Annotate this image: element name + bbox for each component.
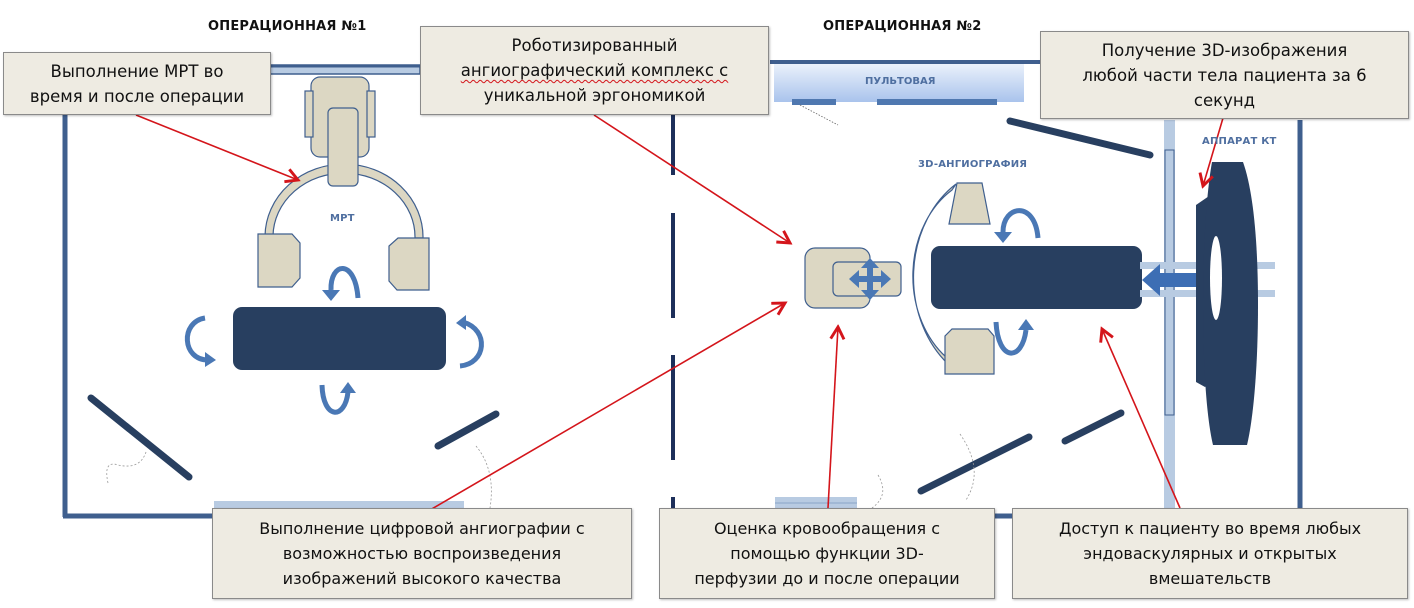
room1-doors	[87, 394, 500, 481]
room2-title: ОПЕРАЦИОННАЯ №2	[823, 19, 982, 34]
mri-label: МРТ	[330, 213, 355, 224]
callout-digital-angio: Выполнение цифровой ангиографии с возмож…	[212, 508, 632, 599]
callout-line: Роботизированный	[511, 36, 678, 55]
callout-line: Оценка кровообращения с	[713, 519, 941, 538]
room1-walls	[62, 64, 464, 519]
room1-title: ОПЕРАЦИОННАЯ №1	[208, 19, 367, 34]
rotate-arrows-room1	[184, 266, 484, 415]
rotate-arrowheads-room1	[205, 290, 466, 393]
callout-line: ангиографический комплекс с	[460, 61, 729, 80]
callout-line: вмешательств	[1148, 569, 1272, 588]
control-room-label: ПУЛЬТОВАЯ	[865, 76, 936, 87]
room2-doors	[917, 117, 1154, 495]
control-room	[774, 64, 1024, 126]
callout-line: секунд	[1193, 90, 1256, 110]
callout-line: любой части тела пациента за 6	[1082, 65, 1367, 85]
angio3d-label: 3D-АНГИОГРАФИЯ	[918, 159, 1028, 170]
mri-patient-table	[233, 307, 446, 370]
callout-line: возможностью воспроизведения	[282, 544, 562, 563]
callout-mri-during-after: Выполнение МРТ во время и после операции	[3, 52, 271, 115]
callout-robotic-angio: Роботизированный ангиографический компле…	[420, 26, 769, 115]
callout-line: изображений высокого качества	[282, 569, 562, 588]
pointer-lines	[135, 114, 1224, 511]
callout-line: эндоваскулярных и открытых	[1083, 544, 1337, 563]
callout-line: Выполнение МРТ во	[50, 61, 224, 81]
mri-device	[257, 76, 430, 291]
callout-line: Доступ к пациенту во время любых	[1058, 519, 1362, 538]
move-cross-icon	[849, 258, 891, 300]
rotate-arrowheads-room2	[994, 232, 1034, 330]
ct-label: АППАРАТ КТ	[1202, 136, 1277, 147]
ct-scanner	[1196, 162, 1258, 445]
callout-ct-3d: Получение 3D-изображения любой части тел…	[1040, 31, 1409, 119]
angio-device	[804, 182, 995, 375]
callout-line: Выполнение цифровой ангиографии с	[259, 519, 585, 538]
rotate-arrows-room2	[993, 208, 1041, 356]
callout-line: помощью функции 3D-	[730, 544, 924, 563]
callout-patient-access: Доступ к пациенту во время любых эндовас…	[1012, 508, 1408, 599]
callout-line: уникальной эргономикой	[483, 86, 706, 105]
callout-line: перфузии до и после операции	[694, 569, 960, 588]
double-arrow-icon	[1142, 264, 1213, 296]
callout-perfusion-3d: Оценка кровообращения с помощью функции …	[659, 508, 995, 599]
angio-patient-table	[931, 246, 1142, 309]
callout-line: время и после операции	[29, 86, 245, 106]
callout-line: Получение 3D-изображения	[1101, 40, 1348, 60]
